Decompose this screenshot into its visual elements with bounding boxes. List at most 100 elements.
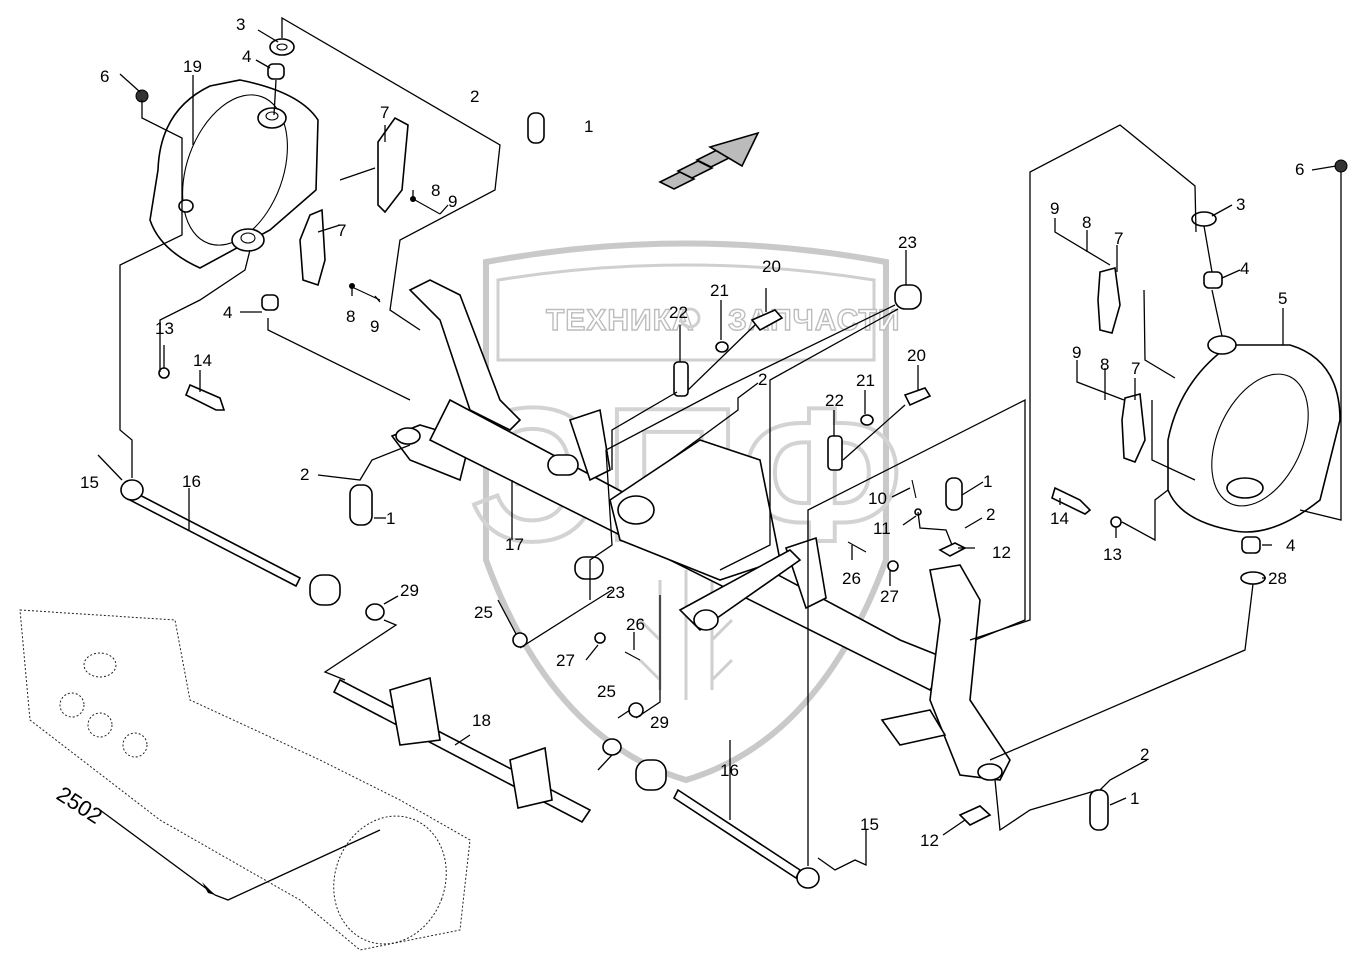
lock-plate-part-12 — [938, 542, 967, 557]
callout-label: 19 — [183, 57, 202, 76]
washer-part-21-right — [860, 414, 874, 426]
watermark-shield-inner — [496, 263, 876, 362]
callout-label: 9 — [370, 317, 379, 336]
nut-part-13-right — [1110, 516, 1122, 528]
callout-label: 20 — [907, 346, 926, 365]
callout-label: 12 — [920, 831, 939, 850]
callout-label: 8 — [1100, 355, 1109, 374]
callout-label: 26 — [626, 615, 645, 634]
pin-part-1-top — [527, 112, 545, 144]
direction-arrow-icon — [658, 131, 760, 190]
leader-lines — [97, 16, 1342, 871]
callout-label: 7 — [337, 221, 346, 240]
plate-part-22-right — [827, 435, 843, 471]
washer-part-21 — [715, 341, 729, 353]
bolt-part-9 — [414, 199, 441, 215]
callout-label: 9 — [448, 192, 457, 211]
bolt-part-10 — [911, 479, 917, 499]
callout-label: 7 — [380, 103, 389, 122]
lever-arm-part-7-right — [1097, 266, 1121, 334]
callout-label: 14 — [193, 351, 212, 370]
callout-label: 1 — [1130, 789, 1139, 808]
arm-eye-right — [977, 763, 1003, 781]
bushing-part-4-right-lower — [1241, 536, 1261, 554]
watermark-gear-icon — [679, 307, 701, 329]
callout-label: 10 — [868, 489, 887, 508]
callout-label: 21 — [856, 371, 875, 390]
callout-label: 5 — [1278, 289, 1287, 308]
callout-label: 13 — [155, 319, 174, 338]
callout-label: 2 — [986, 505, 995, 524]
callout-label: 9 — [1050, 199, 1059, 218]
watermark-text-left: ТЕХНИКА — [546, 304, 695, 337]
callout-labels: 3 4 19 6 7 8 9 7 8 9 4 13 14 2 1 15 16 2… — [80, 15, 1304, 850]
callout-label: 4 — [1240, 259, 1249, 278]
callout-label: 1 — [983, 472, 992, 491]
tie-rod-end-right — [796, 867, 820, 889]
bolt-part-14 — [184, 383, 226, 411]
callout-label: 29 — [650, 713, 669, 732]
callout-label: 8 — [1082, 213, 1091, 232]
steering-knuckle-right — [1167, 335, 1341, 533]
tie-rod-end-left — [120, 479, 144, 501]
callout-label: 1 — [584, 117, 593, 136]
callout-label: 4 — [242, 47, 251, 66]
reference-arrow-head-icon — [202, 882, 215, 895]
bushing-part-4 — [267, 63, 285, 80]
callout-label: 23 — [606, 583, 625, 602]
tie-rod-part-16-right — [672, 788, 802, 880]
bolt-part-26-right — [847, 541, 867, 553]
tube-end — [693, 609, 719, 631]
callout-label: 2 — [300, 465, 309, 484]
callout-label: 23 — [898, 233, 917, 252]
pin-part-1-right — [945, 477, 963, 511]
bushing-part-23-top — [894, 284, 922, 310]
callout-label: 7 — [1131, 359, 1140, 378]
pivot-pin-left — [547, 454, 579, 476]
callout-label: 16 — [182, 472, 201, 491]
nut-part-27 — [594, 632, 606, 644]
callout-label: 2 — [758, 370, 767, 389]
callout-label: 18 — [472, 711, 491, 730]
reference-axle-assembly — [19, 609, 471, 951]
bushing-part-4-right — [1203, 271, 1223, 289]
washer-hole — [276, 43, 288, 51]
callout-label: 9 — [1072, 343, 1081, 362]
tie-rod-part-16-left — [124, 488, 302, 588]
callout-label: 25 — [597, 682, 616, 701]
axle-pivot-eye — [617, 495, 655, 525]
nut-part-6-right — [1334, 159, 1348, 173]
callout-label: 21 — [710, 281, 729, 300]
callout-label: 15 — [860, 815, 879, 834]
bushing-part-4-lower — [261, 294, 279, 311]
callout-label: 2 — [1140, 745, 1149, 764]
callout-label: 1 — [386, 509, 395, 528]
callout-label: 12 — [992, 543, 1011, 562]
arm-eye — [395, 427, 421, 445]
bolt-part-26 — [624, 651, 641, 661]
pivot-shaft-bracket-left — [389, 676, 441, 746]
callout-label: 15 — [80, 473, 99, 492]
callout-label: 29 — [400, 581, 419, 600]
axle-beam-bracket-left — [568, 408, 611, 482]
bolt-part-20-right — [903, 387, 932, 407]
steering-arm-left — [408, 279, 522, 431]
callout-label: 27 — [880, 587, 899, 606]
lever-arm-part-7 — [377, 116, 409, 214]
nut-part-27-right — [887, 560, 899, 572]
callout-label: 2 — [470, 87, 479, 106]
plate-part-22 — [673, 361, 689, 397]
callout-label: 20 — [762, 257, 781, 276]
bushing-part-23 — [574, 556, 604, 580]
watermark: ТЕХНИКА ЗАПЧАСТИ ЭПФ — [467, 240, 905, 784]
callout-label: 13 — [1103, 545, 1122, 564]
seal-part-29-lower — [602, 738, 622, 756]
callout-label: 14 — [1050, 509, 1069, 528]
callout-label: 25 — [474, 603, 493, 622]
callout-label: 11 — [873, 519, 891, 538]
callout-label: 22 — [669, 303, 688, 322]
callout-label: 8 — [346, 307, 355, 326]
reference-label: 2502 — [52, 781, 107, 829]
bolt-part-9-lower — [351, 286, 381, 301]
steering-arm-right — [929, 564, 1011, 781]
